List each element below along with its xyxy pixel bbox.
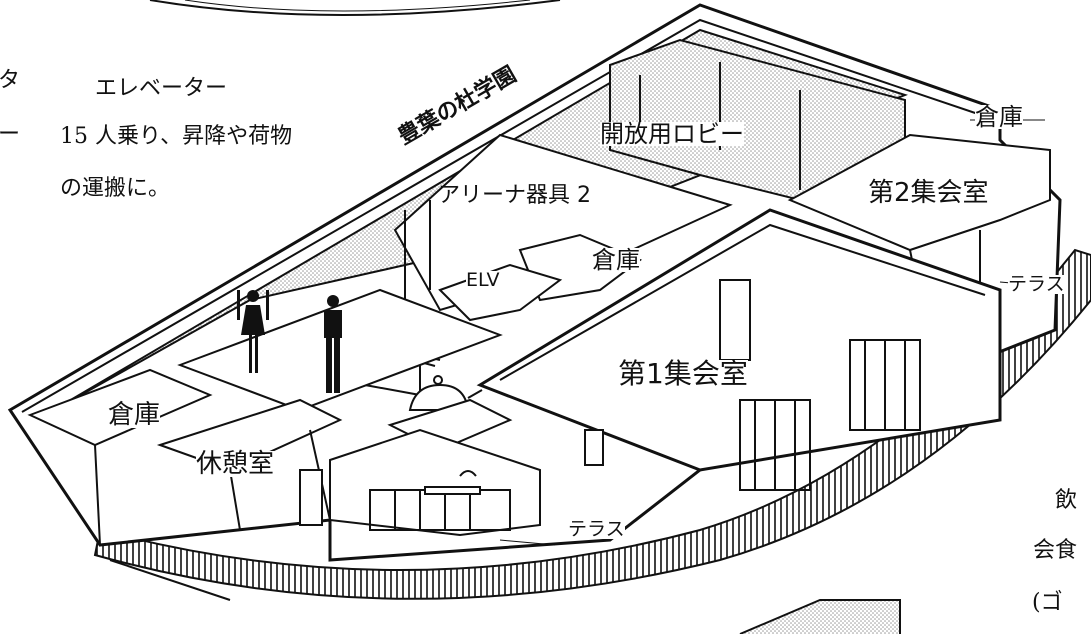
- storage-center-label: 倉庫: [592, 246, 640, 274]
- elevator-block: [438, 263, 563, 322]
- edge-text-left-1: タ: [0, 68, 21, 93]
- elevator-desc-2: の運搬に。: [60, 176, 171, 201]
- edge-text-right-2: 会食: [1033, 538, 1078, 563]
- edge-text-right-3: (ゴ: [1032, 590, 1063, 615]
- edge-text-left-2: ー: [0, 122, 21, 147]
- elv-label: ELV: [466, 269, 500, 291]
- kettle-icon: [408, 375, 483, 411]
- storage-top-right-label: 倉庫: [975, 103, 1023, 131]
- male-toilet-icon: [324, 295, 342, 393]
- edge-text-right-1: 飲: [1055, 488, 1078, 513]
- elevator-desc-1: 15 人乗り、昇降や荷物: [60, 124, 293, 149]
- lower-floor-edge: [739, 599, 901, 634]
- terrace-fence: [93, 248, 1091, 600]
- cigarette-icon: [424, 470, 481, 495]
- rest-room-label: 休憩室: [196, 449, 275, 479]
- storage-left-label: 倉庫: [108, 400, 161, 430]
- meeting-room-1-block: [476, 208, 1002, 472]
- female-toilet-icon: [237, 290, 269, 373]
- terrace-bottom-label: テラス: [568, 518, 625, 540]
- open-lobby-label: 開放用ロビー: [600, 120, 744, 148]
- arena-equipment-label: アリーナ器具 2: [438, 183, 591, 208]
- meeting-room-2-label: 第2集会室: [868, 178, 989, 208]
- elevator-title: エレベーター: [95, 76, 228, 101]
- upper-floor-edge: [149, 0, 561, 16]
- terrace-right-label: テラス: [1008, 273, 1065, 295]
- door: [299, 469, 323, 526]
- meeting-room-1-windows: [719, 279, 921, 491]
- meeting-room-1-label: 第1集会室: [618, 357, 748, 390]
- arena-equipment-block: [393, 133, 733, 312]
